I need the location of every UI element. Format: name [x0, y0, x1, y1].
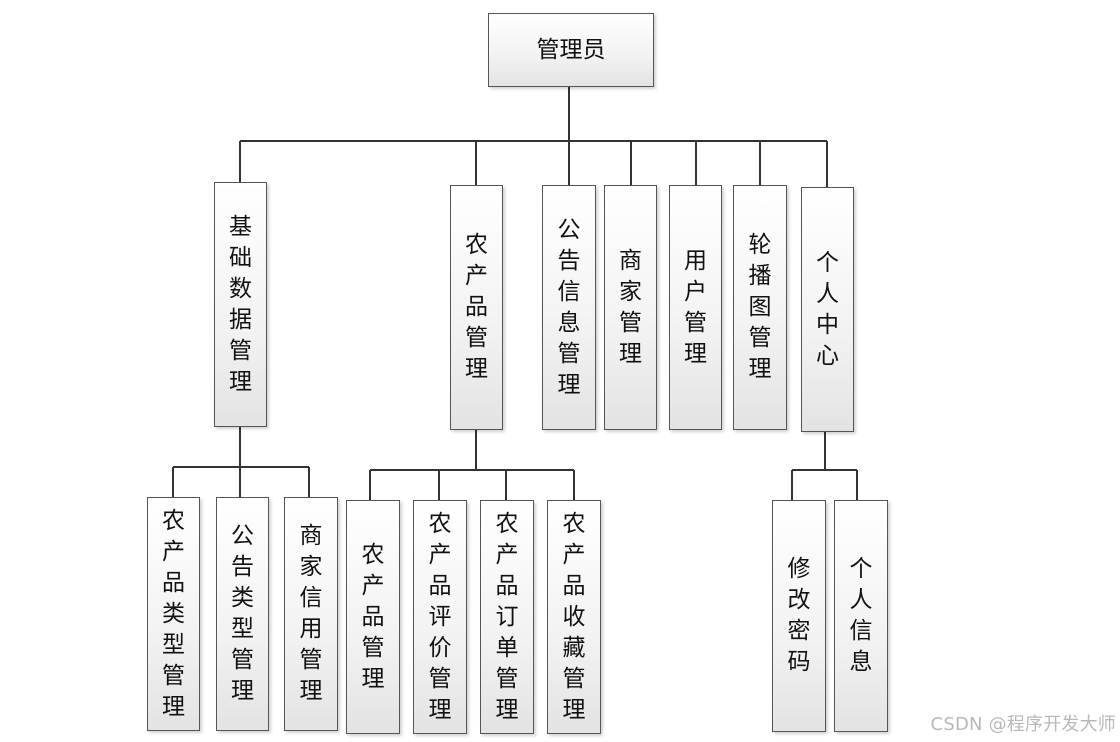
node-personal-info: 个人信息	[834, 500, 888, 732]
node-admin: 管理员	[488, 13, 654, 87]
watermark: CSDN @程序开发大师	[930, 714, 1116, 735]
node-merchant-credit-management: 商家信用管理	[284, 497, 338, 731]
node-label: 商家管理	[619, 247, 642, 367]
node-personal-center: 个人中心	[801, 187, 854, 432]
node-product-order-management: 农产品订单管理	[480, 500, 534, 734]
node-label: 商家信用管理	[299, 523, 323, 704]
node-label: 农产品收藏管理	[562, 510, 586, 723]
node-product-favorite-management: 农产品收藏管理	[547, 500, 601, 734]
node-label: 农产品管理	[465, 232, 488, 382]
node-label: 管理员	[536, 36, 606, 63]
node-label: 个人信息	[849, 556, 873, 675]
node-label: 公告信息管理	[557, 216, 581, 398]
node-label: 轮播图管理	[748, 232, 772, 382]
node-label: 个人中心	[816, 249, 839, 369]
node-label: 农产品评价管理	[428, 510, 452, 723]
node-product-review-management: 农产品评价管理	[413, 500, 467, 734]
node-product-sub-management: 农产品管理	[346, 500, 400, 734]
node-notice-management: 公告信息管理	[542, 185, 596, 430]
node-product-management: 农产品管理	[450, 185, 503, 430]
node-basic-data-management: 基础数据管理	[214, 182, 267, 427]
node-label: 用户管理	[684, 247, 707, 367]
node-product-type-management: 农产品类型管理	[147, 497, 200, 731]
node-notice-type-management: 公告类型管理	[216, 497, 269, 731]
node-merchant-management: 商家管理	[604, 185, 657, 430]
node-label: 农产品订单管理	[495, 510, 519, 723]
node-change-password: 修改密码	[772, 500, 826, 732]
node-label: 农产品类型管理	[162, 507, 185, 720]
node-user-management: 用户管理	[669, 185, 722, 430]
node-carousel-management: 轮播图管理	[733, 185, 787, 430]
node-label: 公告类型管理	[231, 523, 254, 704]
node-label: 修改密码	[787, 556, 811, 675]
node-label: 基础数据管理	[229, 213, 252, 395]
node-label: 农产品管理	[361, 541, 385, 692]
